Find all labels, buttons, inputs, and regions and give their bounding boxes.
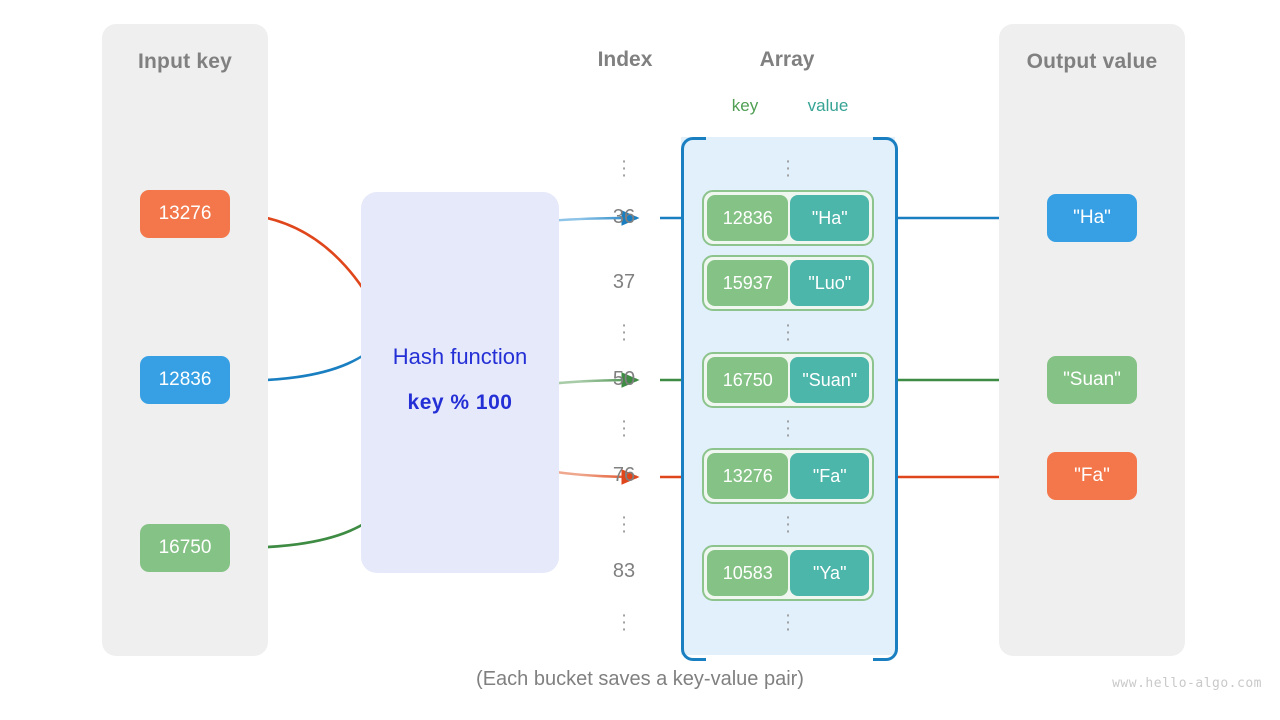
- ellipsis-dot: ·: [620, 507, 628, 528]
- index-label-83[interactable]: 83: [612, 560, 636, 582]
- ellipsis-dot: ·: [620, 329, 628, 350]
- array-ellipsis: ···: [778, 411, 798, 446]
- ellipsis-dot: ·: [620, 612, 628, 633]
- array-ellipsis: ···: [778, 315, 798, 350]
- bucket-value-cell: "Ya": [790, 550, 869, 596]
- input-key-13276[interactable]: 13276: [140, 190, 230, 238]
- ellipsis-dot: ·: [620, 165, 628, 186]
- ellipsis-dot: ·: [620, 151, 628, 172]
- output-value-Fa[interactable]: "Fa": [1047, 452, 1137, 500]
- bucket-value-cell: "Fa": [790, 453, 869, 499]
- index-label-37[interactable]: 37: [612, 271, 636, 293]
- array-ellipsis: ···: [778, 605, 798, 640]
- ellipsis-dot: ·: [784, 158, 792, 179]
- array-left-bracket: [681, 137, 706, 661]
- array-bucket[interactable]: 16750"Suan": [702, 352, 874, 408]
- ellipsis-dot: ·: [784, 329, 792, 350]
- ellipsis-dot: ·: [620, 418, 628, 439]
- ellipsis-dot: ·: [784, 507, 792, 528]
- ellipsis-dot: ·: [620, 605, 628, 626]
- index-ellipsis: ···: [614, 151, 634, 186]
- bucket-key-cell: 13276: [707, 453, 789, 499]
- ellipsis-dot: ·: [620, 158, 628, 179]
- ellipsis-dot: ·: [620, 322, 628, 343]
- ellipsis-dot: ·: [784, 612, 792, 633]
- index-label-76[interactable]: 76: [612, 464, 636, 486]
- hash-function-label: Hash function: [392, 344, 528, 369]
- ellipsis-dot: ·: [784, 411, 792, 432]
- index-label-50[interactable]: 50: [612, 368, 636, 390]
- key-subheading: key: [731, 96, 759, 115]
- index-label-36[interactable]: 36: [612, 206, 636, 228]
- input-key-panel-title: Input key: [138, 50, 232, 73]
- index-ellipsis: ···: [614, 507, 634, 542]
- ellipsis-dot: ·: [620, 315, 628, 336]
- diagram-caption: (Each bucket saves a key-value pair): [476, 668, 804, 690]
- ellipsis-dot: ·: [620, 514, 628, 535]
- array-right-bracket: [873, 137, 898, 661]
- array-bucket[interactable]: 15937"Luo": [702, 255, 874, 311]
- array-column-heading: Array: [759, 48, 815, 71]
- array-ellipsis: ···: [778, 507, 798, 542]
- bucket-key-cell: 16750: [707, 357, 789, 403]
- bucket-value-cell: "Suan": [790, 357, 869, 403]
- array-bucket[interactable]: 13276"Fa": [702, 448, 874, 504]
- index-ellipsis: ···: [614, 411, 634, 446]
- index-ellipsis: ···: [614, 605, 634, 640]
- ellipsis-dot: ·: [784, 605, 792, 626]
- bucket-value-cell: "Luo": [790, 260, 869, 306]
- ellipsis-dot: ·: [620, 411, 628, 432]
- ellipsis-dot: ·: [784, 165, 792, 186]
- output-value-panel: Output value: [999, 24, 1185, 656]
- ellipsis-dot: ·: [620, 619, 628, 640]
- output-value-panel-title: Output value: [1026, 50, 1158, 73]
- site-watermark: www.hello-algo.com: [1112, 676, 1262, 691]
- value-subheading: value: [807, 96, 849, 115]
- ellipsis-dot: ·: [784, 425, 792, 446]
- ellipsis-dot: ·: [784, 151, 792, 172]
- ellipsis-dot: ·: [784, 619, 792, 640]
- input-key-12836[interactable]: 12836: [140, 356, 230, 404]
- ellipsis-dot: ·: [784, 514, 792, 535]
- array-bucket[interactable]: 12836"Ha": [702, 190, 874, 246]
- array-bucket[interactable]: 10583"Ya": [702, 545, 874, 601]
- ellipsis-dot: ·: [620, 425, 628, 446]
- ellipsis-dot: ·: [784, 521, 792, 542]
- ellipsis-dot: ·: [620, 521, 628, 542]
- hash-function-box: [361, 192, 559, 573]
- ellipsis-dot: ·: [784, 315, 792, 336]
- output-value-Suan[interactable]: "Suan": [1047, 356, 1137, 404]
- ellipsis-dot: ·: [784, 322, 792, 343]
- bucket-key-cell: 10583: [707, 550, 789, 596]
- bucket-key-cell: 12836: [707, 195, 789, 241]
- output-value-Ha[interactable]: "Ha": [1047, 194, 1137, 242]
- hash-function-formula: key % 100: [407, 391, 513, 414]
- index-ellipsis: ···: [614, 315, 634, 350]
- ellipsis-dot: ·: [784, 418, 792, 439]
- array-ellipsis: ···: [778, 151, 798, 186]
- input-key-16750[interactable]: 16750: [140, 524, 230, 572]
- index-column-heading: Index: [597, 48, 653, 71]
- bucket-value-cell: "Ha": [790, 195, 869, 241]
- bucket-key-cell: 15937: [707, 260, 789, 306]
